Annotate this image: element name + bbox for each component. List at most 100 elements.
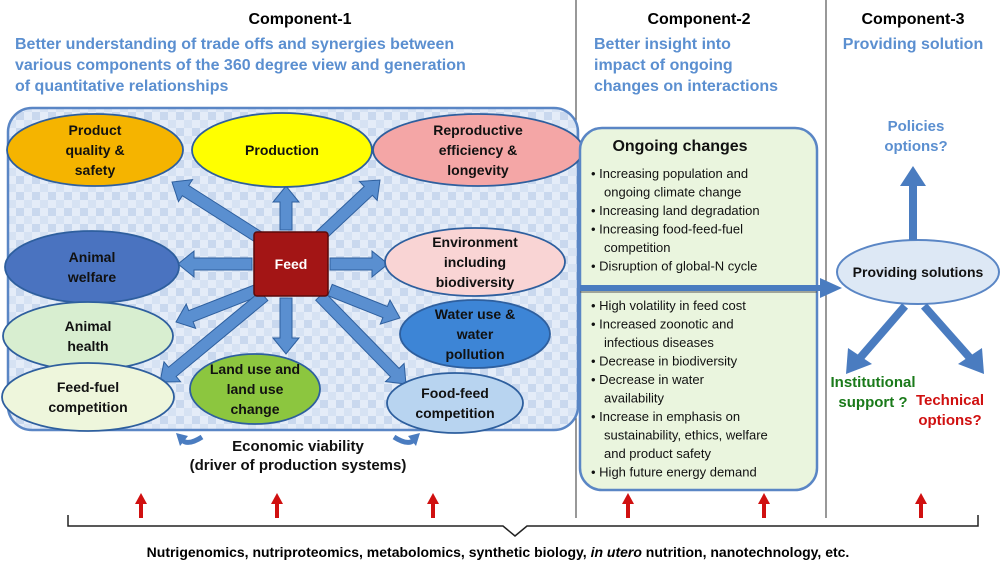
footer-arrow-3-head	[427, 493, 439, 504]
component-2-title: Component-2	[647, 11, 750, 28]
land-use-label-line-2: land use	[227, 381, 284, 397]
water-label-line-1: Water use &	[435, 306, 515, 322]
feed-box	[253, 231, 329, 297]
product-quality-label-line-2: quality &	[65, 142, 124, 158]
arrow-to-animal-welfare	[177, 249, 253, 279]
institutional-line-2: support ?	[838, 394, 907, 411]
arrow-to-land-use	[271, 297, 301, 355]
feed-fuel-label-line-2: competition	[48, 399, 127, 415]
component-2-subtitle-line-2: impact of ongoing	[594, 57, 733, 74]
animal-health-node	[2, 301, 174, 371]
water-label-line-2: water	[456, 326, 494, 342]
ongoing-changes-title: Ongoing changes	[612, 138, 747, 155]
production-node	[191, 112, 373, 188]
footer-arrow-6-head	[915, 493, 927, 504]
product-quality-node	[6, 113, 184, 187]
footer-arrow-2-head	[271, 493, 283, 504]
production-label-line-1: Production	[245, 142, 319, 158]
arrow-to-reproductive	[313, 179, 381, 244]
environment-label-line-1: Environment	[432, 234, 518, 250]
feed-fuel-label-line-1: Feed-fuel	[57, 379, 119, 395]
technical-line-2: options?	[918, 412, 981, 429]
arrow-to-product-quality	[171, 178, 264, 244]
footer-arrows	[135, 493, 927, 518]
ongoing-change-a-2-line-1: • Increasing land degradation	[591, 203, 760, 218]
ongoing-change-a-3-line-2: competition	[604, 240, 670, 255]
environment-label-line-3: biodiversity	[436, 274, 515, 290]
ongoing-change-a-3-line-1: • Increasing food-feed-fuel	[591, 222, 743, 237]
animal-health-label-line-2: health	[67, 338, 108, 354]
footer-arrow-5-head	[758, 493, 770, 504]
economic-viability-line-1: Economic viability	[232, 438, 364, 455]
policies-line-1: Policies	[888, 118, 945, 135]
environment-label-line-2: including	[444, 254, 506, 270]
component-1-subtitle-line-2: various components of the 360 degree vie…	[15, 57, 466, 74]
economic-viability-line-2: (driver of production systems)	[190, 457, 407, 474]
water-label-line-3: pollution	[445, 346, 504, 362]
feed-fuel-node	[1, 362, 175, 432]
arrow-to-solutions-head	[820, 278, 842, 298]
economic-viability-right-arrowhead	[408, 433, 420, 446]
animal-health-label-line-1: Animal	[65, 318, 112, 334]
footer-arrow-1-head	[135, 493, 147, 504]
ongoing-change-b-6-line-1: • High future energy demand	[591, 465, 757, 480]
arrow-to-technical-head	[958, 348, 984, 374]
food-feed-label-line-1: Food-feed	[421, 385, 489, 401]
component-3-subtitle: Providing solution	[843, 36, 983, 53]
product-quality-label-line-1: Product	[69, 122, 122, 138]
animal-welfare-label-line-2: welfare	[67, 269, 116, 285]
ongoing-change-b-5-line-1: • Increase in emphasis on	[591, 409, 740, 424]
ongoing-change-a-4-line-1: • Disruption of global-N cycle	[591, 259, 757, 274]
arrow-to-feed-fuel	[159, 290, 269, 383]
ongoing-change-a-1-line-2: ongoing climate change	[604, 185, 741, 200]
ongoing-change-b-1-line-1: • High volatility in feed cost	[591, 298, 746, 313]
arrow-to-policies-head	[900, 166, 926, 186]
ongoing-change-b-5-line-3: and product safety	[604, 446, 711, 461]
ongoing-change-b-3-line-1: • Decrease in biodiversity	[591, 354, 738, 369]
footer-text: Nutrigenomics, nutriproteomics, metabolo…	[147, 544, 850, 560]
component-1-subtitle-line-3: of quantitative relationships	[15, 78, 228, 95]
product-quality-label-line-3: safety	[75, 162, 116, 178]
footer-brace	[67, 515, 979, 537]
ongoing-change-b-2-line-1: • Increased zoonotic and	[591, 317, 734, 332]
component-3-title: Component-3	[861, 11, 964, 28]
footer-text-part-2: nutrition, nanotechnology, etc.	[642, 544, 849, 560]
radial-arrows	[159, 178, 407, 385]
animal-welfare-node	[4, 230, 180, 304]
component-1-title: Component-1	[248, 11, 351, 28]
land-use-label-line-3: change	[230, 401, 279, 417]
reproductive-label-line-3: longevity	[447, 162, 509, 178]
economic-viability-left-arrowhead	[176, 433, 188, 446]
footer-text-part-1: Nutrigenomics, nutriproteomics, metabolo…	[147, 544, 591, 560]
arrow-to-food-feed	[314, 291, 407, 385]
footer-text-italic: in utero	[591, 544, 643, 560]
reproductive-label-line-2: efficiency &	[439, 142, 518, 158]
land-use-label-line-1: Land use and	[210, 361, 300, 377]
arrow-to-production	[271, 185, 301, 231]
providing-solutions-label: Providing solutions	[853, 264, 984, 280]
institutional-line-1: Institutional	[831, 374, 916, 391]
ongoing-changes-box	[578, 126, 819, 492]
arrow-to-institutional	[856, 303, 909, 361]
land-use-node	[189, 353, 321, 425]
feed-label: Feed	[275, 256, 308, 272]
arrow-to-environment	[329, 249, 389, 279]
arrow-to-animal-health	[175, 283, 261, 330]
providing-solutions-node	[836, 239, 1000, 305]
ongoing-change-b-5-line-2: sustainability, ethics, welfare	[604, 428, 768, 443]
policies-line-2: options?	[884, 138, 947, 155]
arrow-to-institutional-head	[846, 348, 872, 374]
technical-line-1: Technical	[916, 392, 984, 409]
ongoing-change-b-4-line-2: availability	[604, 391, 664, 406]
ongoing-change-b-4-line-1: • Decrease in water	[591, 372, 705, 387]
animal-welfare-label-line-1: Animal	[69, 249, 116, 265]
food-feed-label-line-2: competition	[415, 405, 494, 421]
food-feed-node	[386, 372, 524, 434]
water-node	[399, 299, 551, 369]
component-2-subtitle-line-3: changes on interactions	[594, 78, 778, 95]
arrow-to-water	[327, 283, 401, 325]
